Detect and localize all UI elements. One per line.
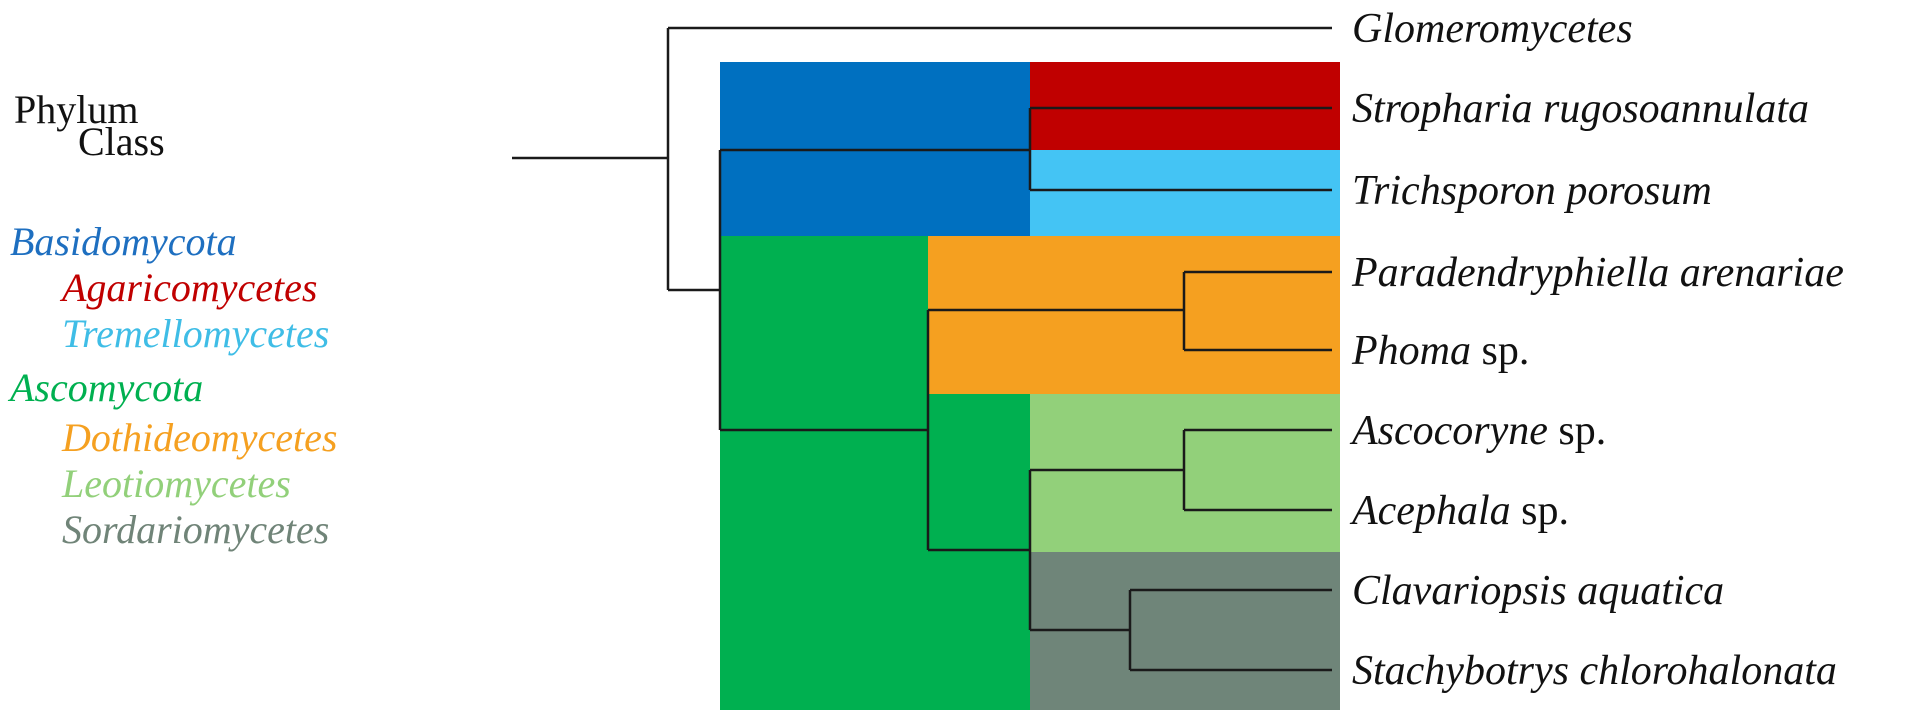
block-dothideomycetes [928, 236, 1340, 394]
block-agaricomycetes [1030, 62, 1340, 150]
taxon-name: Paradendryphiella arenariae [1352, 250, 1844, 296]
taxon-ascocoryne-sp: Ascocoryne sp. [1352, 410, 1606, 452]
legend-phylum-basidiomycota: Basidomycota [10, 219, 237, 264]
legend-class-sordariomycetes: Sordariomycetes [62, 507, 330, 552]
legend-header-phylum: Phylum [14, 87, 139, 132]
taxon-name: Trichsporon porosum [1352, 168, 1712, 214]
taxon-name: Stropharia rugosoannulata [1352, 86, 1809, 132]
taxon-stachybotrys-chlorohalonata: Stachybotrys chlorohalonata [1352, 650, 1837, 692]
taxon-suffix: sp. [1510, 488, 1569, 534]
legend-header-class: Class [78, 119, 165, 164]
taxon-name: Clavariopsis aquatica [1352, 568, 1725, 614]
legend-class-leotiomycetes: Leotiomycetes [62, 461, 291, 506]
taxon-glomeromycetes: Glomeromycetes [1352, 8, 1633, 50]
legend-class-dothideomycetes: Dothideomycetes [62, 415, 338, 460]
legend-class-agaricomycetes: Agaricomycetes [62, 265, 318, 310]
block-tremellomycetes [1030, 150, 1340, 236]
taxon-name: Ascocoryne [1352, 408, 1548, 454]
taxon-trichsporon-porosum: Trichsporon porosum [1352, 170, 1712, 212]
legend: Phylum Class Basidomycota Agaricomycetes… [0, 0, 420, 720]
taxon-name: Stachybotrys chlorohalonata [1352, 648, 1837, 694]
taxon-paradendryphiella-arenariae: Paradendryphiella arenariae [1352, 252, 1844, 294]
taxon-name: Phoma [1352, 328, 1471, 374]
taxon-suffix: sp. [1471, 328, 1530, 374]
taxon-name: Glomeromycetes [1352, 6, 1633, 52]
tree-branches [512, 26, 1332, 672]
taxon-suffix: sp. [1547, 408, 1607, 454]
taxon-name: Acephala [1352, 488, 1511, 534]
taxon-phoma-sp: Phoma sp. [1352, 330, 1529, 372]
legend-phylum-ascomycota: Ascomycota [10, 365, 204, 410]
taxon-stropharia-rugosoannulata: Stropharia rugosoannulata [1352, 88, 1809, 130]
taxon-clavariopsis-aquatica: Clavariopsis aquatica [1352, 570, 1724, 612]
legend-class-tremellomycetes: Tremellomycetes [62, 311, 330, 356]
taxon-acephala-sp: Acephala sp. [1352, 490, 1569, 532]
